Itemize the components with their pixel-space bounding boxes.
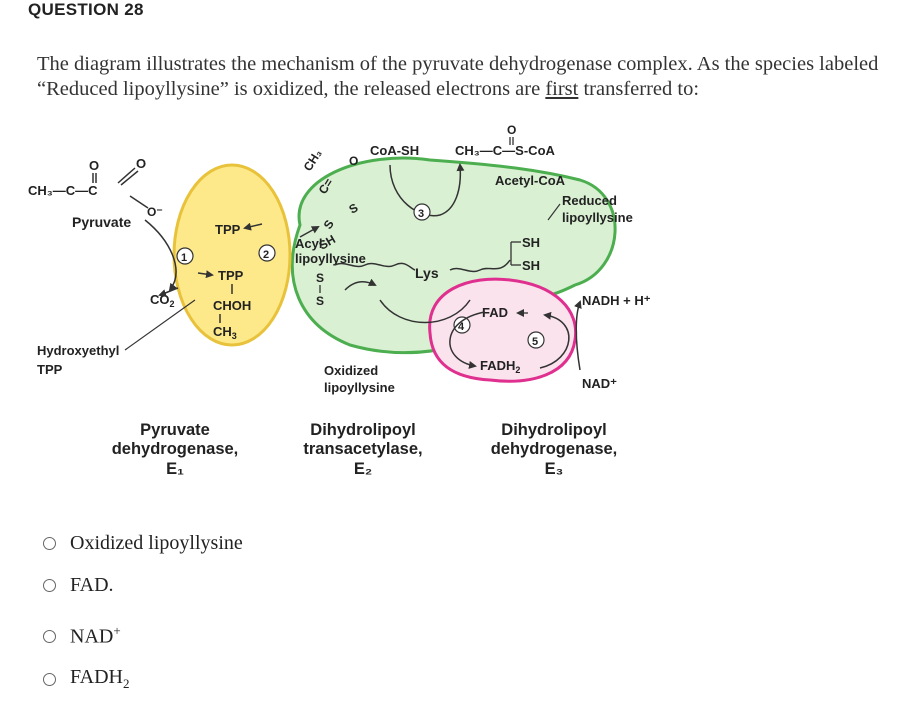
svg-text:CH₃: CH₃ [301,147,325,174]
pyruvate-label: Pyruvate [72,214,131,230]
tpp-mid-label: TPP [218,268,244,283]
step-1-marker [176,247,194,265]
oxidized-lipoyllysine-line1: Oxidized [324,363,378,378]
reduced-lipoyllysine-line2: lipoyllysine [562,210,633,225]
answer-option-nad[interactable]: NAD+ [43,621,121,651]
answer-option-fadh2[interactable]: FADH2 [43,664,129,694]
acetyl-coa-formula: CH₃—C—S-CoA [455,143,556,158]
pyruvate-carbonyl-o: O [89,158,99,173]
svg-text:4: 4 [458,321,465,333]
enzyme-e2-line2: transacetylase, [303,440,422,458]
question-number: QUESTION 28 [28,0,144,19]
enzyme-e1-line1: Pyruvate [140,421,210,439]
option-label: NAD+ [70,623,121,648]
oxidized-lipoyllysine-line2: lipoyllysine [324,380,395,395]
step-3-marker [413,203,431,221]
svg-text:O⁻: O⁻ [147,205,163,219]
tpp-top-label: TPP [215,222,241,237]
svg-text:5: 5 [532,336,538,348]
nadh-label: NADH + H⁺ [582,293,651,308]
svg-text:O: O [507,123,516,137]
sh-bottom-label: SH [522,258,540,273]
svg-text:1: 1 [181,252,187,264]
sh-top-label: SH [522,235,540,250]
coa-sh-label: CoA-SH [370,143,419,158]
radio-button[interactable] [43,672,56,686]
hydroxyethyl-tpp-label-line2: TPP [37,362,63,377]
enzyme-e2-line1: Dihydrolipoyl [310,421,415,439]
radio-button[interactable] [43,578,56,592]
acyl-lipoyllysine-line2: lipoyllysine [295,251,366,266]
option-label: Oxidized lipoyllysine [70,531,243,554]
enzyme-e3-line1: Dihydrolipoyl [501,421,606,439]
choh-label: CHOH [213,298,251,313]
ch3-label: CH3 [213,324,237,341]
step-2-marker [258,244,276,262]
acyl-lipoyllysine-line1: Acyl [295,236,322,251]
question-header: QUESTION 28 [0,0,901,22]
option-label: FAD. [70,573,114,596]
enzyme-e1-line2: dehydrogenase, [112,440,239,458]
enzyme-e3-line3: E₃ [545,460,564,478]
pyruvate-formula: CH₃—C—C [28,183,98,198]
answer-option-fad[interactable]: FAD. [43,570,114,600]
svg-text:2: 2 [263,249,269,261]
fadh2-label: FADH2 [480,358,520,375]
enzyme-e2-line3: E₂ [354,460,372,478]
reduced-lipoyllysine-line1: Reduced [562,193,617,208]
question-text: The diagram illustrates the mechanism of… [37,53,879,100]
svg-text:O: O [136,156,146,171]
svg-text:3: 3 [418,208,424,220]
answer-option-oxidized-lipoyllysine[interactable]: Oxidized lipoyllysine [43,528,243,558]
step-5-marker [527,331,545,349]
nad-label: NAD⁺ [582,376,617,391]
acetyl-coa-label: Acetyl-CoA [495,173,566,188]
svg-text:S: S [316,271,324,285]
enzyme-e1-line3: E₁ [166,460,184,478]
radio-button[interactable] [43,629,56,643]
radio-button[interactable] [43,536,56,550]
svg-text:O: O [349,154,358,168]
option-label: FADH2 [70,666,130,691]
underlined-word: first [545,78,579,100]
e2-enzyme-shape [290,156,617,355]
svg-text:S: S [316,294,324,308]
hydroxyethyl-tpp-label-line1: Hydroxyethyl [37,343,119,358]
pdh-complex-diagram: CH₃—C—C O O O⁻ Pyruvate 1 TPP TPP CHOH C… [28,123,651,478]
e1-enzyme-shape [172,163,292,347]
enzyme-e3-line2: dehydrogenase, [491,440,618,458]
step-4-marker [453,316,471,334]
lys-label: Lys [415,265,439,281]
fad-label: FAD [482,305,508,320]
